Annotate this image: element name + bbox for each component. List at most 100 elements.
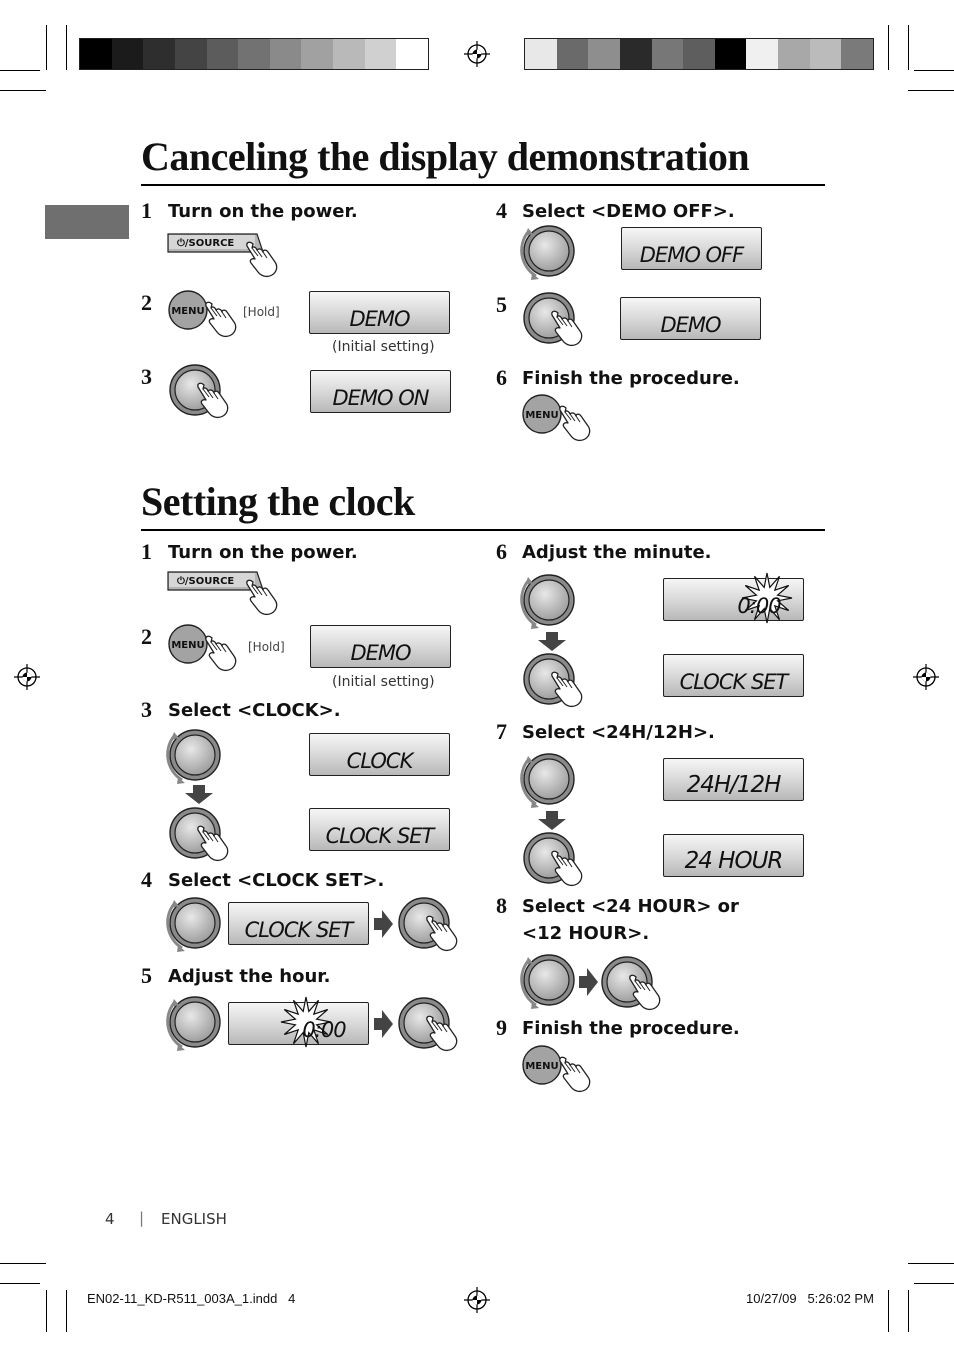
color-swatch — [143, 39, 175, 69]
step-number: 7 — [496, 719, 507, 744]
control-dial[interactable] — [522, 831, 602, 893]
source-button[interactable]: ⏻/SOURCE — [167, 568, 287, 616]
control-dial[interactable] — [397, 996, 477, 1058]
control-dial[interactable] — [520, 573, 602, 635]
title-rule — [141, 184, 825, 186]
svg-text:⏻/SOURCE: ⏻/SOURCE — [177, 575, 234, 587]
section-title-clock: Setting the clock — [141, 479, 415, 524]
color-swatch — [588, 39, 620, 69]
language-tab — [45, 205, 129, 239]
color-swatch — [651, 39, 684, 69]
lcd-display: 24H/12H — [663, 758, 804, 801]
control-dial[interactable] — [166, 896, 248, 958]
step-text: Adjust the hour. — [168, 966, 331, 987]
crop-mark — [914, 1283, 954, 1284]
svg-text:⏻/SOURCE: ⏻/SOURCE — [177, 237, 234, 249]
crop-mark — [66, 25, 67, 70]
step-text: Finish the procedure. — [522, 368, 740, 389]
control-dial[interactable] — [520, 953, 602, 1015]
menu-button[interactable]: MENU — [522, 1045, 602, 1097]
crop-mark — [0, 1263, 46, 1264]
color-swatch — [333, 39, 365, 69]
step-number: 2 — [141, 290, 152, 315]
step-text: Select <CLOCK SET>. — [168, 870, 385, 891]
blink-burst-icon — [280, 996, 332, 1048]
source-button[interactable]: ⏻/SOURCE — [167, 230, 287, 278]
svg-text:MENU: MENU — [525, 1061, 558, 1072]
control-dial[interactable] — [166, 728, 248, 790]
step-number: 4 — [496, 198, 507, 223]
lcd-display: DEMO — [310, 625, 451, 668]
lcd-display: CLOCK SET — [663, 654, 804, 697]
lcd-display: 0:00 — [663, 572, 804, 624]
control-dial[interactable] — [166, 995, 248, 1057]
menu-button[interactable]: MENU — [522, 394, 602, 446]
color-swatch — [206, 39, 239, 69]
hold-label: [Hold] — [248, 640, 285, 654]
step-number: 4 — [141, 867, 152, 892]
arrow-right-icon — [374, 1010, 393, 1038]
color-swatch — [809, 39, 842, 69]
color-swatch — [364, 39, 397, 69]
crop-mark — [908, 25, 909, 70]
lcd-display: CLOCK — [309, 733, 450, 776]
hold-label: [Hold] — [243, 305, 280, 319]
slug-filename: EN02-11_KD-R511_003A_1.indd 4 — [87, 1291, 296, 1306]
color-swatch — [841, 39, 873, 69]
crop-mark — [66, 1290, 67, 1332]
lcd-display: DEMO — [309, 291, 450, 334]
svg-text:MENU: MENU — [525, 410, 558, 421]
lcd-display: CLOCK SET — [228, 902, 369, 945]
step-text: <12 HOUR>. — [522, 923, 650, 944]
step-number: 2 — [141, 624, 152, 649]
step-text: Finish the procedure. — [522, 1018, 740, 1039]
registration-mark-icon — [14, 664, 40, 690]
step-number: 6 — [496, 365, 507, 390]
step-number: 1 — [141, 198, 152, 223]
color-swatch — [80, 39, 112, 69]
arrow-down-icon — [538, 811, 566, 830]
crop-mark — [46, 1290, 47, 1332]
crop-mark — [888, 1290, 889, 1332]
crop-mark — [908, 1290, 909, 1332]
crop-mark — [0, 70, 40, 71]
lcd-display: 0:00 — [228, 996, 369, 1048]
crop-mark — [0, 90, 46, 91]
crop-mark — [914, 70, 954, 71]
slug-date: 10/27/09 5:26:02 PM — [746, 1291, 874, 1306]
control-dial[interactable] — [397, 896, 477, 958]
control-dial[interactable] — [168, 363, 248, 425]
color-swatch — [714, 39, 747, 69]
color-swatch — [174, 39, 207, 69]
step-text: Select <24 HOUR> or — [522, 896, 739, 917]
menu-button[interactable]: MENU — [168, 290, 248, 342]
initial-setting-label: (Initial setting) — [332, 339, 435, 355]
crop-mark — [908, 90, 954, 91]
arrow-right-icon — [579, 968, 598, 996]
step-text: Select <DEMO OFF>. — [522, 201, 735, 222]
crop-mark — [908, 1263, 954, 1264]
page-number: 4 — [105, 1210, 115, 1228]
control-dial[interactable] — [168, 806, 248, 868]
color-swatch — [301, 39, 333, 69]
step-text: Turn on the power. — [168, 201, 358, 222]
lcd-display: 24 HOUR — [663, 834, 804, 877]
control-dial[interactable] — [522, 652, 602, 714]
lcd-display: DEMO ON — [310, 370, 451, 413]
arrow-right-icon — [374, 910, 393, 938]
crop-mark — [888, 25, 889, 70]
lcd-display: DEMO OFF — [621, 227, 762, 270]
step-number: 3 — [141, 697, 152, 722]
crop-mark — [46, 25, 47, 70]
control-dial[interactable] — [522, 291, 602, 353]
color-bar-left — [79, 38, 429, 70]
control-dial[interactable] — [520, 752, 602, 814]
registration-mark-icon — [913, 664, 939, 690]
control-dial[interactable] — [520, 224, 602, 286]
step-number: 9 — [496, 1015, 507, 1040]
control-dial[interactable] — [600, 955, 680, 1017]
arrow-down-icon — [538, 632, 566, 651]
color-bar-right — [524, 38, 874, 70]
menu-button[interactable]: MENU — [168, 624, 248, 676]
color-swatch — [269, 39, 302, 69]
